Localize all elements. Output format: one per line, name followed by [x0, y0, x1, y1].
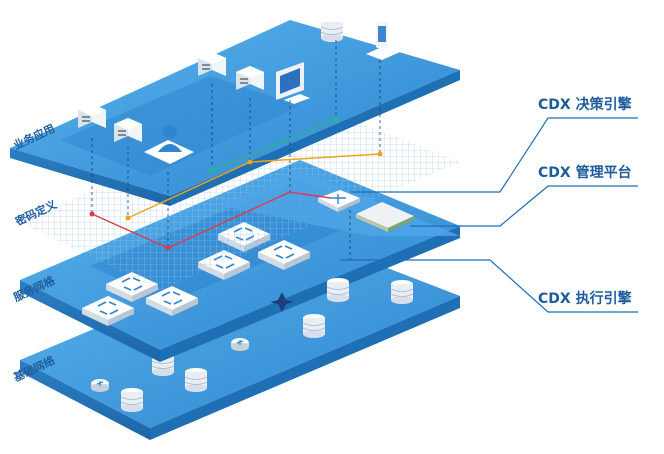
- star-hub-icon: [270, 292, 294, 312]
- management-appliance-icon: [356, 202, 414, 232]
- database-icon: [184, 367, 208, 393]
- database-icon: [120, 387, 144, 413]
- database-icon: [320, 17, 344, 43]
- callout-management-platform: CDX 管理平台: [538, 165, 632, 181]
- callout-decision-engine: CDX 决策引擎: [538, 97, 632, 113]
- database-icon: [326, 277, 350, 303]
- monitor-icon: [276, 62, 310, 104]
- layer-business-application: [10, 17, 460, 206]
- layer-base-network: [20, 238, 460, 440]
- database-icon: [390, 279, 414, 305]
- router-icon: [230, 337, 250, 352]
- callout-lines: [340, 117, 638, 313]
- control-lines: [89, 117, 383, 251]
- router-icon: [90, 378, 110, 393]
- callout-execution-engine: CDX 执行引擎: [538, 291, 632, 307]
- database-icon: [302, 313, 326, 339]
- layer-crypto-definition: [20, 100, 460, 290]
- router-icon: [318, 190, 360, 212]
- vertical-connectors: [91, 40, 381, 260]
- mobile-icon: [366, 22, 400, 60]
- user-icon: [144, 125, 194, 164]
